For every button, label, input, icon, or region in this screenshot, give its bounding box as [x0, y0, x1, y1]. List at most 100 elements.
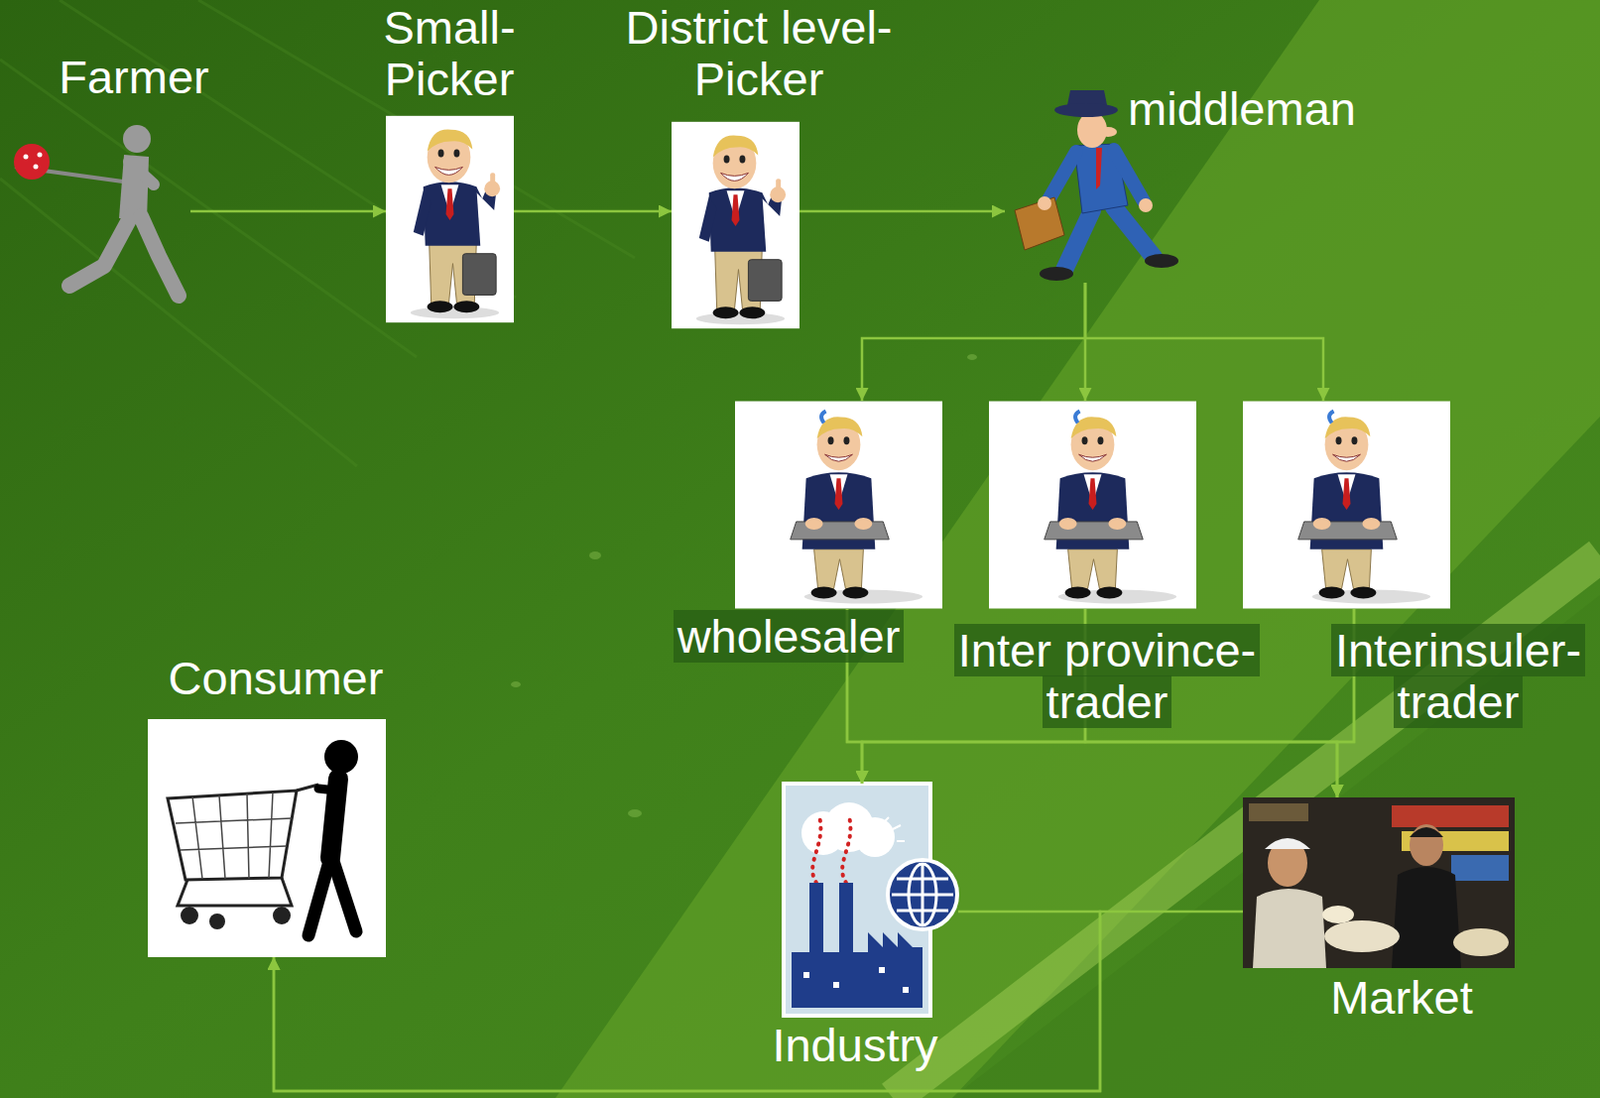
node-label: Inter province- trader: [954, 623, 1260, 729]
buyer-hair: [1409, 827, 1444, 838]
buyer-face: [1409, 824, 1444, 866]
flow-arrow: [513, 210, 672, 214]
wheel: [180, 906, 199, 925]
node-label: Consumer: [168, 651, 384, 705]
farmer-figure: [13, 124, 179, 296]
globe-line: [891, 863, 954, 926]
trader-box: Inter province- trader: [988, 400, 1197, 610]
leaf-veins: [0, 0, 635, 467]
wheel: [272, 906, 291, 925]
label-wrap: Farmer: [34, 51, 234, 104]
leaf-midrib: [892, 555, 1600, 1098]
buyer-shirt: [1391, 866, 1462, 969]
dot: [33, 164, 39, 170]
flow-arrow: [847, 609, 1338, 798]
label-wrap: middleman: [1117, 83, 1366, 135]
flow-arrow: [861, 282, 1086, 401]
seller-cap: [1264, 838, 1311, 850]
picture-ground: [1242, 797, 1515, 969]
node-label: Farmer: [58, 50, 209, 104]
goods: [1453, 928, 1509, 957]
droplet: [627, 809, 642, 818]
consumer-box: Consumer: [147, 719, 386, 958]
flow-arrow: [799, 210, 1005, 214]
droplet: [510, 681, 521, 688]
picker-picture: [671, 122, 800, 329]
leg: [1064, 210, 1093, 270]
picker-box: District level- Picker: [671, 111, 800, 340]
market-picture: [1242, 797, 1515, 969]
dot: [37, 152, 43, 158]
leg: [308, 858, 331, 936]
factory: [791, 932, 923, 1008]
shelf-goods: [1451, 855, 1509, 881]
nose: [1099, 126, 1117, 137]
node-label: Industry: [771, 1018, 938, 1072]
trader-picture: [988, 401, 1197, 610]
label-wrap: District level- Picker: [614, 1, 904, 105]
goods: [1322, 905, 1354, 924]
window: [833, 982, 840, 988]
label-wrap: Inter province- trader: [951, 624, 1264, 728]
label-wrap: Consumer: [156, 652, 395, 705]
dot: [23, 154, 29, 160]
head: [324, 739, 359, 774]
flow-arrow: [273, 911, 1243, 1092]
shelf-goods: [1391, 805, 1509, 828]
globe: [887, 860, 958, 930]
sparks: [882, 817, 905, 842]
cart-grid: [175, 792, 292, 879]
bundle: [13, 143, 50, 180]
arm: [1113, 149, 1144, 202]
picker-picture: [385, 116, 514, 323]
industry-icon: Industry: [783, 783, 959, 1016]
shelf-goods: [1248, 803, 1309, 822]
window: [878, 967, 885, 974]
label-wrap: Interinsuler- trader: [1328, 624, 1589, 728]
window: [803, 972, 810, 979]
label-wrap: Market: [1312, 972, 1491, 1024]
flow-arrow: [273, 911, 1101, 1092]
arm: [128, 161, 154, 185]
farmer-figure: Farmer: [9, 117, 191, 308]
trader-box: wholesaler: [735, 400, 943, 610]
market-photo: Market: [1242, 797, 1515, 969]
node-label: District level- Picker: [625, 0, 893, 106]
leg: [1113, 207, 1154, 257]
cart-basket: [167, 790, 297, 880]
picker-box: Small- Picker: [385, 115, 514, 324]
goods: [1324, 920, 1400, 953]
node-label: Market: [1330, 971, 1474, 1024]
smoke: [812, 813, 851, 883]
seller-shirt: [1252, 888, 1327, 969]
trader-picture: [1242, 401, 1451, 610]
arm: [1046, 151, 1077, 204]
trader-box: Interinsuler- trader: [1242, 400, 1451, 610]
shoe: [1039, 266, 1074, 281]
window: [902, 986, 909, 993]
tie: [1096, 147, 1103, 190]
flow-arrow: [1085, 282, 1324, 401]
leg: [140, 216, 179, 296]
droplets: [510, 354, 978, 818]
cloud: [855, 817, 895, 858]
wheel: [209, 913, 226, 930]
label-wrap: wholesaler: [669, 611, 908, 663]
hand: [1138, 198, 1153, 213]
label-wrap: Small- Picker: [374, 1, 524, 105]
node-label: Interinsuler- trader: [1331, 623, 1586, 729]
vein: [0, 59, 417, 358]
label-wrap: Industry: [755, 1019, 955, 1072]
leaf-band: [555, 0, 1600, 1098]
leaf-shade: [952, 595, 1600, 1098]
droplet: [589, 551, 602, 560]
shoe: [1144, 253, 1179, 268]
droplet: [967, 354, 978, 361]
hand: [1037, 196, 1052, 211]
node-label: wholesaler: [673, 610, 905, 663]
head: [123, 124, 151, 153]
middleman-figure: middleman: [1004, 86, 1182, 283]
